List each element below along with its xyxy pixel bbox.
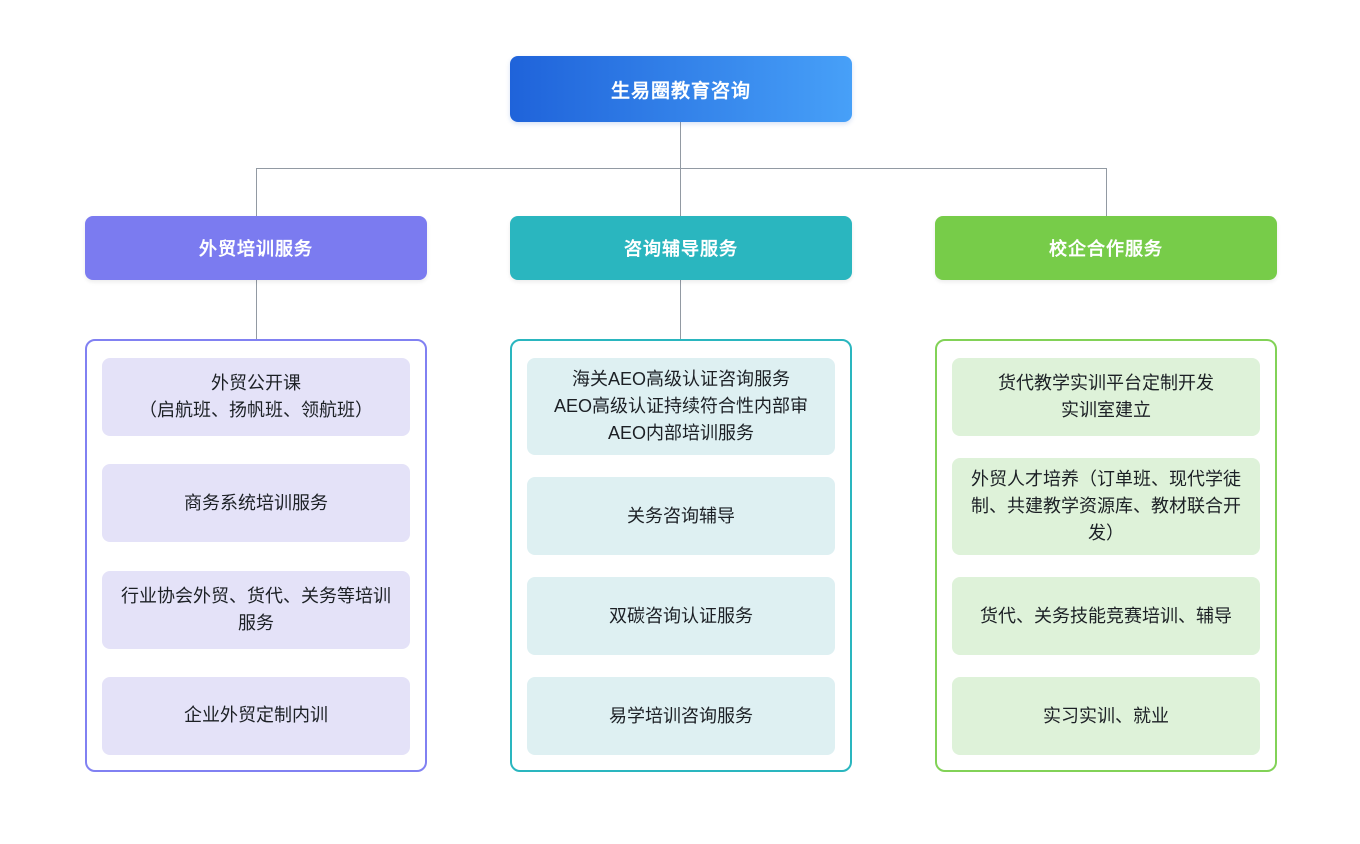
- branch-header-consulting: 咨询辅导服务: [510, 216, 852, 280]
- node-item: 实习实训、就业: [952, 677, 1260, 755]
- branch-header-label: 咨询辅导服务: [624, 239, 738, 259]
- branch-header-label: 校企合作服务: [1049, 239, 1163, 259]
- node-item-label: 关务咨询辅导: [627, 505, 735, 526]
- node-item: 易学培训咨询服务: [527, 677, 835, 755]
- node-item-label: 货代、关务技能竞赛培训、辅导: [980, 605, 1232, 626]
- connector-branch-left-drop: [256, 168, 257, 216]
- node-item: 货代教学实训平台定制开发 实训室建立: [952, 358, 1260, 436]
- connector-root-drop: [680, 122, 681, 168]
- node-item-label: 海关AEO高级认证咨询服务 AEO高级认证持续符合性内部审 AEO内部培训服务: [553, 369, 808, 443]
- root-node: 生易圈教育咨询: [510, 56, 852, 122]
- node-item-label: 实习实训、就业: [1043, 705, 1169, 726]
- connector-branch-right-drop: [1106, 168, 1107, 216]
- node-item: 海关AEO高级认证咨询服务 AEO高级认证持续符合性内部审 AEO内部培训服务: [527, 358, 835, 455]
- node-item: 企业外贸定制内训: [102, 676, 410, 755]
- connector-horizontal-rail: [256, 168, 1107, 169]
- node-item-label: 货代教学实训平台定制开发 实训室建立: [998, 373, 1214, 420]
- branch-header-label: 外贸培训服务: [199, 239, 313, 259]
- branch-box-trade-training: 外贸公开课 （启航班、扬帆班、领航班） 商务系统培训服务 行业协会外贸、货代、关…: [85, 339, 427, 772]
- node-item: 商务系统培训服务: [102, 464, 410, 543]
- connector-middle-header-to-box: [680, 280, 681, 339]
- connector-left-header-to-box: [256, 280, 257, 339]
- branch-header-school-enterprise: 校企合作服务: [935, 216, 1277, 280]
- node-item-label: 易学培训咨询服务: [609, 705, 753, 726]
- branch-header-trade-training: 外贸培训服务: [85, 216, 427, 280]
- node-item: 货代、关务技能竞赛培训、辅导: [952, 577, 1260, 655]
- node-item: 双碳咨询认证服务: [527, 577, 835, 655]
- node-item-label: 商务系统培训服务: [184, 492, 328, 513]
- node-item-label: 外贸公开课 （启航班、扬帆班、领航班）: [139, 373, 373, 420]
- node-item-label: 外贸人才培养（订单班、现代学徒制、共建教学资源库、教材联合开发）: [971, 469, 1241, 543]
- node-item-label: 企业外贸定制内训: [184, 705, 328, 726]
- node-item: 外贸人才培养（订单班、现代学徒制、共建教学资源库、教材联合开发）: [952, 458, 1260, 555]
- node-item: 关务咨询辅导: [527, 477, 835, 555]
- branch-box-consulting: 海关AEO高级认证咨询服务 AEO高级认证持续符合性内部审 AEO内部培训服务 …: [510, 339, 852, 772]
- node-item-label: 双碳咨询认证服务: [609, 605, 753, 626]
- branch-box-school-enterprise: 货代教学实训平台定制开发 实训室建立 外贸人才培养（订单班、现代学徒制、共建教学…: [935, 339, 1277, 772]
- root-node-label: 生易圈教育咨询: [610, 80, 751, 102]
- node-item: 外贸公开课 （启航班、扬帆班、领航班）: [102, 358, 410, 436]
- node-item-label: 行业协会外贸、货代、关务等培训服务: [121, 585, 391, 633]
- node-item: 行业协会外贸、货代、关务等培训服务: [102, 570, 410, 649]
- connector-branch-middle-drop: [680, 168, 681, 216]
